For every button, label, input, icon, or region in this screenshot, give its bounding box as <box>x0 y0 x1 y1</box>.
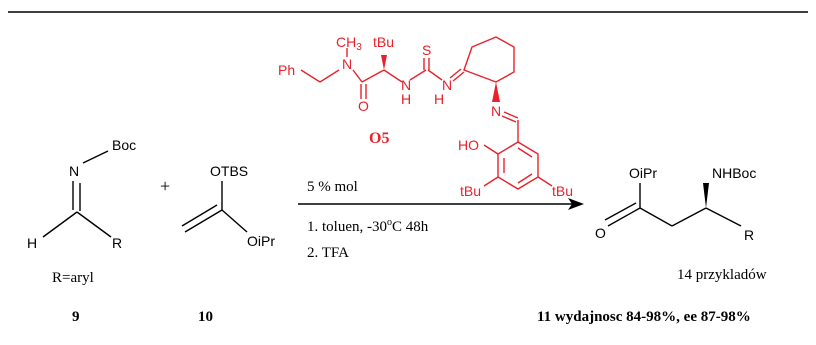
amide-nitrogen-label: N <box>342 56 352 72</box>
tbu-left-label: tBu <box>460 183 481 199</box>
bond-ring-oh <box>483 144 499 155</box>
tbu-right-label: tBu <box>552 183 573 199</box>
degree-superscript: o <box>387 217 392 228</box>
reaction-arrowhead <box>568 198 584 210</box>
aryl-inner-3 <box>517 147 533 158</box>
product-r-label: R <box>744 227 754 243</box>
bond-n-carbonyl <box>352 69 363 83</box>
imine-hydrogen-label: H <box>27 235 37 251</box>
step-1-tail: C 48h <box>392 219 429 235</box>
bond-cs-nh <box>427 69 443 81</box>
phenyl-label: Ph <box>278 62 295 78</box>
bond-ch2-n <box>319 69 340 83</box>
methyl-label: CH3 <box>336 34 362 53</box>
bond-ch-r <box>705 207 742 227</box>
tbu-top-label: tBu <box>373 34 394 50</box>
imine-caption: R=aryl <box>52 270 94 286</box>
bond-calpha-nh <box>383 69 403 83</box>
step-1-text: 1. toluen, -30 <box>307 219 387 235</box>
product-examples: 14 przykladów <box>677 267 767 283</box>
bond-n-boc <box>82 150 109 164</box>
product-nhboc-label: NHBoc <box>712 165 756 181</box>
otbs-label: OTBS <box>210 163 248 179</box>
ketene-acetal-10-structure: OTBS OiPr <box>181 163 275 249</box>
bond-c-ch2-a <box>184 209 223 233</box>
amine-h-2-label: H <box>434 91 444 107</box>
amine-n-2-label: N <box>442 77 452 93</box>
imine-boc-label: Boc <box>112 137 136 153</box>
bond-c-ch2 <box>639 207 673 227</box>
amine-h-1-label: H <box>401 91 411 107</box>
condition-step-1: 1. toluen, -30oC 48h <box>307 217 429 235</box>
bond-c-ch2-b <box>181 204 218 227</box>
product-11-structure: OiPr O NHBoc R <box>595 165 756 243</box>
condition-step-2: 2. TFA <box>307 245 349 261</box>
imine-r-label: R <box>112 235 122 251</box>
imine-nitrogen-red-label: N <box>491 103 501 119</box>
wedge-nhboc <box>703 183 709 208</box>
bond-c-o-single <box>607 207 641 227</box>
cyclohexane-ring <box>463 36 515 83</box>
catalyst-loading: 5 % mol <box>307 179 358 195</box>
amine-n-1-label: N <box>401 77 411 93</box>
bond-nh-cy-b <box>452 71 465 82</box>
bond-ring-tbu-right <box>537 176 553 187</box>
bond-nh-cs <box>409 69 427 81</box>
imine-9-structure: Boc N H R <box>27 137 136 251</box>
bond-c-h <box>42 211 78 238</box>
product-oipr-label: OiPr <box>629 165 657 181</box>
bond-c-oipr <box>221 209 248 233</box>
wedge-cy-n <box>492 82 500 102</box>
bond-nh-cy-a <box>449 68 462 79</box>
bond-c-o-double <box>604 202 637 221</box>
catalyst-o5-structure: Ph N CH3 tBu S O N H H N N HO tBu tBu <box>278 34 573 199</box>
bond-c-r <box>76 211 112 238</box>
methyl-subscript: 3 <box>356 42 362 53</box>
methyl-text: CH <box>336 34 356 50</box>
bond-ch2-ch <box>671 207 707 227</box>
bond-n-ch-b <box>501 115 517 123</box>
bond-ph-ch2 <box>300 69 321 83</box>
imine-nitrogen-label: N <box>69 163 79 179</box>
plus-sign: + <box>160 176 170 196</box>
wedge-tbu <box>381 55 387 70</box>
compound-number-9: 9 <box>72 309 80 325</box>
bond-ring-tbu-left <box>483 176 499 187</box>
amide-oxygen-label: O <box>358 98 369 114</box>
compound-number-10: 10 <box>198 309 213 325</box>
aryl-inner-2 <box>517 173 533 184</box>
catalyst-label-o5: O5 <box>369 130 389 147</box>
bond-carbonyl-calpha <box>361 69 385 83</box>
product-oxygen-label: O <box>595 225 606 241</box>
hydroxyl-label: HO <box>458 137 479 153</box>
product-summary: 11 wydajnosc 84-98%, ee 87-98% <box>537 309 751 325</box>
sulfur-label: S <box>422 42 431 58</box>
oipr-label: OiPr <box>247 233 275 249</box>
bond-n-ch-a <box>503 111 519 119</box>
